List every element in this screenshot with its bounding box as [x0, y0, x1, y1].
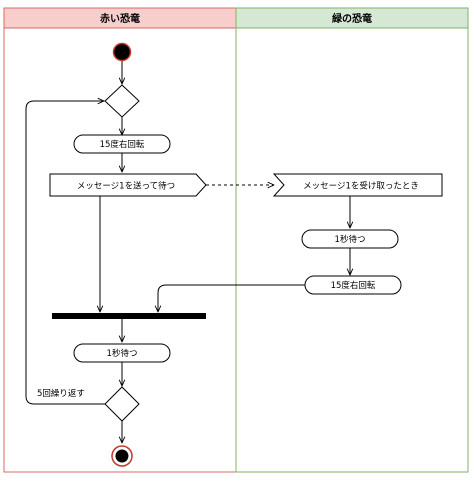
action-rotate-green-box	[304, 275, 402, 295]
lane-green-title: 緑の恐竜	[332, 12, 372, 25]
lane-green-header	[235, 7, 469, 29]
action-rotate-green-label: 15度右回転	[331, 280, 376, 291]
receive-signal-label: メッセージ1を受け取ったとき	[303, 181, 419, 192]
action-wait-green-label: 1秒待つ	[335, 234, 366, 245]
send-signal-shape	[49, 173, 207, 197]
action-rotate-red: 15度右回転	[73, 134, 171, 154]
action-wait-red-label: 1秒待つ	[107, 348, 138, 359]
decision-diamond	[104, 386, 140, 422]
connectors	[25, 61, 350, 443]
start-node	[112, 42, 132, 62]
receive-signal: メッセージ1を受け取ったとき	[272, 173, 443, 197]
lane-green: 緑の恐竜	[235, 7, 469, 473]
edge-loop-back	[25, 101, 106, 405]
send-signal: メッセージ1を送って待つ	[49, 173, 207, 197]
receive-signal-shape	[272, 173, 443, 197]
action-wait-green: 1秒待つ	[301, 229, 399, 249]
lane-green-body	[235, 7, 469, 473]
action-rotate-red-box	[73, 134, 171, 154]
lane-red-title: 赤い恐竜	[100, 12, 140, 25]
action-rotate-red-label: 15度右回転	[100, 139, 145, 150]
action-wait-red: 1秒待つ	[73, 343, 171, 363]
action-wait-green-box	[301, 229, 399, 249]
send-signal-label: メッセージ1を送って待つ	[77, 181, 175, 192]
action-wait-red-box	[73, 343, 171, 363]
end-core	[115, 449, 129, 463]
edge-rotate-to-fork	[158, 284, 305, 312]
action-rotate-green: 15度右回転	[304, 275, 402, 295]
loop-guard-label: 5回繰り返す	[37, 388, 85, 399]
end-node	[111, 445, 133, 467]
merge-diamond	[104, 84, 140, 118]
start-ring	[112, 42, 132, 62]
join-bar	[52, 313, 206, 319]
